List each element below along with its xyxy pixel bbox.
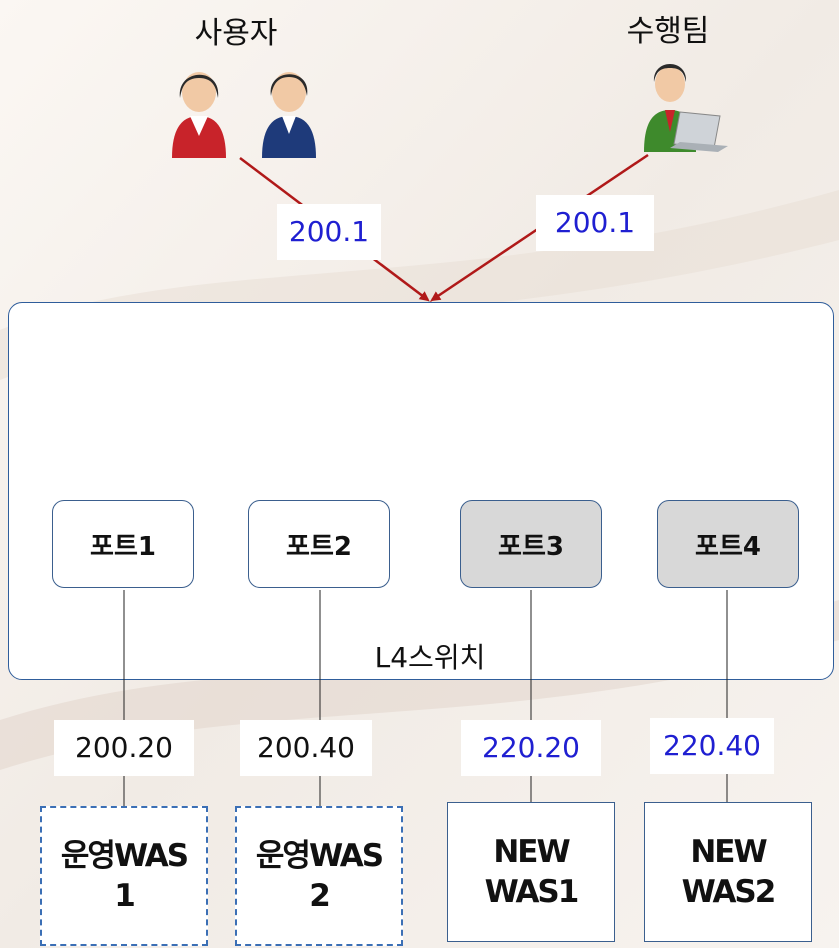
server-new-was-2: NEW WAS2 bbox=[644, 802, 812, 942]
server-1-line1: 운영WAS bbox=[60, 838, 189, 874]
server-2-line2: 2 bbox=[309, 878, 331, 914]
backend-ip-1: 200.20 bbox=[54, 720, 194, 776]
server-3-line2: WAS1 bbox=[484, 874, 580, 910]
server-4-line1: NEW bbox=[690, 834, 767, 870]
user-male-icon bbox=[262, 72, 316, 158]
user-female-icon bbox=[172, 72, 226, 158]
backend-ip-2: 200.40 bbox=[240, 720, 372, 776]
backend-ip-4: 220.40 bbox=[650, 718, 774, 774]
port-3-label: 포트3 bbox=[498, 531, 564, 562]
port-2-label: 포트2 bbox=[286, 531, 352, 562]
server-ops-was-2: 운영WAS 2 bbox=[235, 806, 403, 946]
server-2-line1: 운영WAS bbox=[255, 838, 384, 874]
switch-label: L4스위치 bbox=[374, 641, 486, 674]
port-3: 포트3 bbox=[460, 500, 602, 588]
team-label: 수행팀 bbox=[626, 14, 710, 49]
backend-ip-3: 220.20 bbox=[461, 720, 601, 776]
port-1: 포트1 bbox=[52, 500, 194, 588]
l4-switch-box bbox=[8, 302, 834, 680]
user-laptop-icon bbox=[644, 64, 728, 152]
port-4-label: 포트4 bbox=[695, 531, 761, 562]
port-4: 포트4 bbox=[657, 500, 799, 588]
server-4-line2: WAS2 bbox=[681, 874, 777, 910]
port-1-label: 포트1 bbox=[90, 531, 156, 562]
server-1-line2: 1 bbox=[114, 878, 136, 914]
port-2: 포트2 bbox=[248, 500, 390, 588]
server-new-was-1: NEW WAS1 bbox=[447, 802, 615, 942]
server-3-line1: NEW bbox=[493, 834, 570, 870]
team-link-ip: 200.1 bbox=[536, 195, 654, 251]
users-link-ip: 200.1 bbox=[277, 204, 381, 260]
users-label: 사용자 bbox=[194, 16, 278, 51]
server-ops-was-1: 운영WAS 1 bbox=[40, 806, 208, 946]
